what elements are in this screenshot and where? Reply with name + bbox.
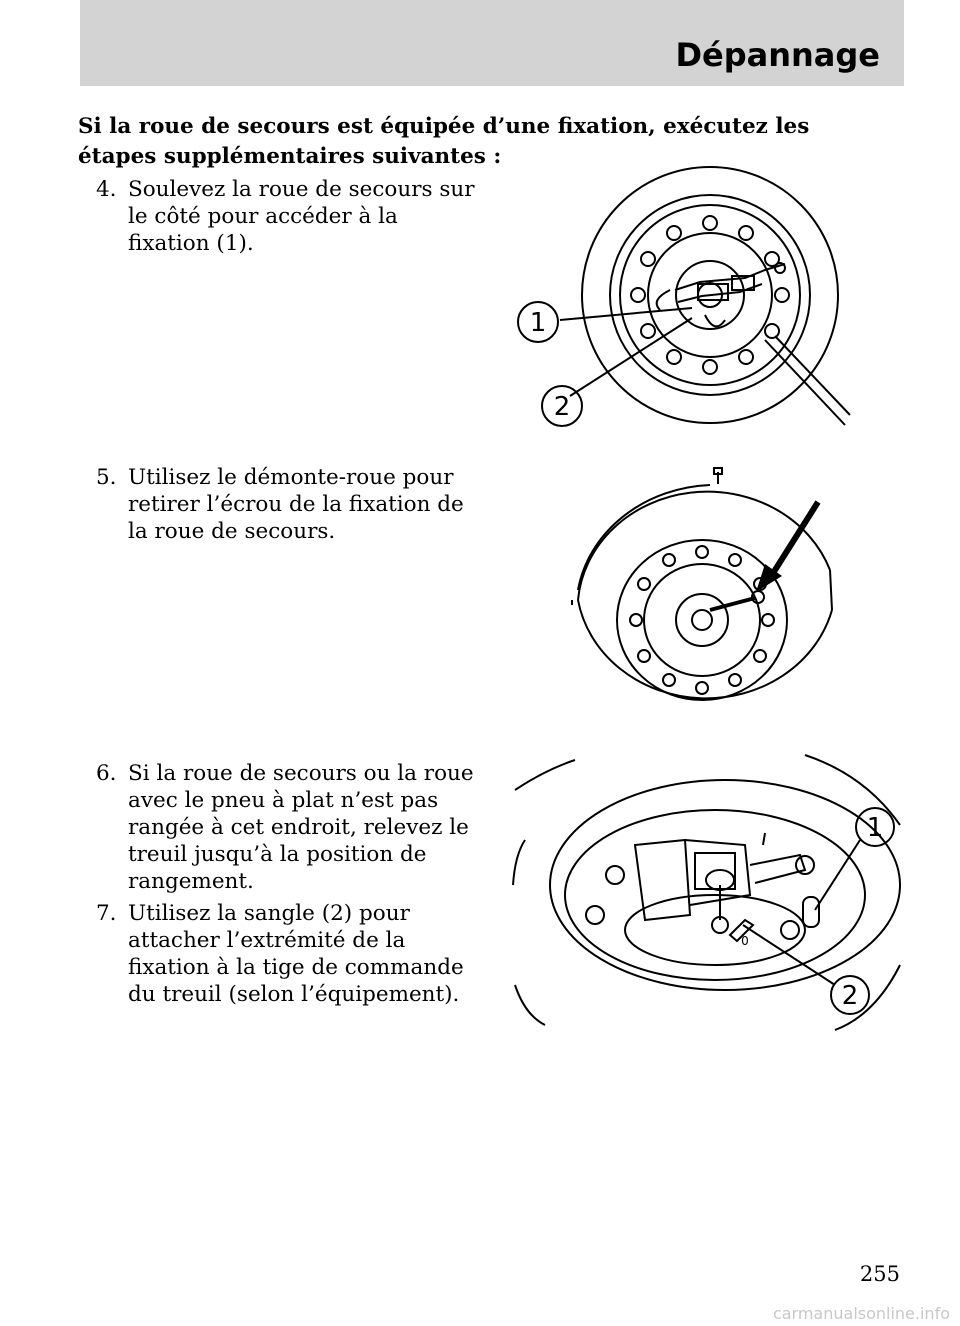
callout-circle-2 bbox=[830, 975, 870, 1015]
step-number: 4. bbox=[96, 177, 117, 202]
section-title: Dépannage bbox=[675, 36, 880, 74]
winch-mechanism bbox=[633, 832, 807, 934]
step-6: 6. Si la roue de secours ou la roue avec… bbox=[96, 760, 486, 895]
step-4: 4. Soulevez la roue de secours sur le cô… bbox=[96, 176, 486, 257]
step-5: 5. Utilisez le démonte-roue pour retirer… bbox=[96, 464, 486, 545]
figure-remove-nut bbox=[571, 467, 833, 701]
rim-holes bbox=[630, 215, 790, 375]
step-text: Utilisez la sangle (2) pour attacher l’e… bbox=[128, 901, 464, 1007]
callout-circle-2 bbox=[541, 385, 583, 427]
header-band bbox=[80, 0, 904, 86]
callout-label-1: 1 bbox=[867, 813, 884, 843]
page-number: 255 bbox=[859, 1262, 900, 1286]
callout-leader-1 bbox=[559, 307, 693, 321]
lug-wrench bbox=[709, 596, 756, 612]
tire-outline bbox=[581, 166, 839, 424]
rim bbox=[616, 539, 788, 701]
step-number: 5. bbox=[96, 465, 117, 490]
callout-leader-1 bbox=[814, 839, 861, 911]
callout-label-2: 2 bbox=[554, 392, 571, 422]
step-7: 7. Utilisez la sangle (2) pour attacher … bbox=[96, 900, 486, 1008]
step-number: 6. bbox=[96, 761, 117, 786]
callout-circle-1 bbox=[855, 807, 895, 847]
intro-paragraph: Si la roue de secours est équipée d’une … bbox=[78, 114, 810, 169]
figure-winch-stowed: 1 2 0 bbox=[512, 754, 901, 1031]
step-text: Utilisez le démonte-roue pour retirer l’… bbox=[128, 465, 464, 544]
well-outline bbox=[514, 759, 576, 791]
rim-outline bbox=[609, 194, 811, 396]
fixation-rod bbox=[802, 896, 820, 928]
part-mark: 0 bbox=[741, 934, 749, 948]
callout-leader-2 bbox=[742, 924, 836, 986]
strap bbox=[728, 918, 755, 943]
step-number: 7. bbox=[96, 901, 117, 926]
callout-leader-2 bbox=[569, 317, 693, 397]
arrow-icon bbox=[756, 500, 821, 592]
callout-circle-1 bbox=[517, 301, 559, 343]
well-inner bbox=[549, 779, 901, 991]
step-text: Si la roue de secours ou la roue avec le… bbox=[128, 761, 474, 894]
callout-label-1: 1 bbox=[530, 308, 547, 338]
step-text: Soulevez la roue de secours sur le côté … bbox=[128, 177, 475, 256]
callout-label-2: 2 bbox=[842, 981, 859, 1011]
fixation-bracket bbox=[655, 262, 851, 426]
rim-holes bbox=[629, 545, 775, 695]
watermark: carmanualsonline.info bbox=[772, 1304, 950, 1323]
figure-spare-wheel-fixation: 1 2 bbox=[517, 166, 851, 427]
